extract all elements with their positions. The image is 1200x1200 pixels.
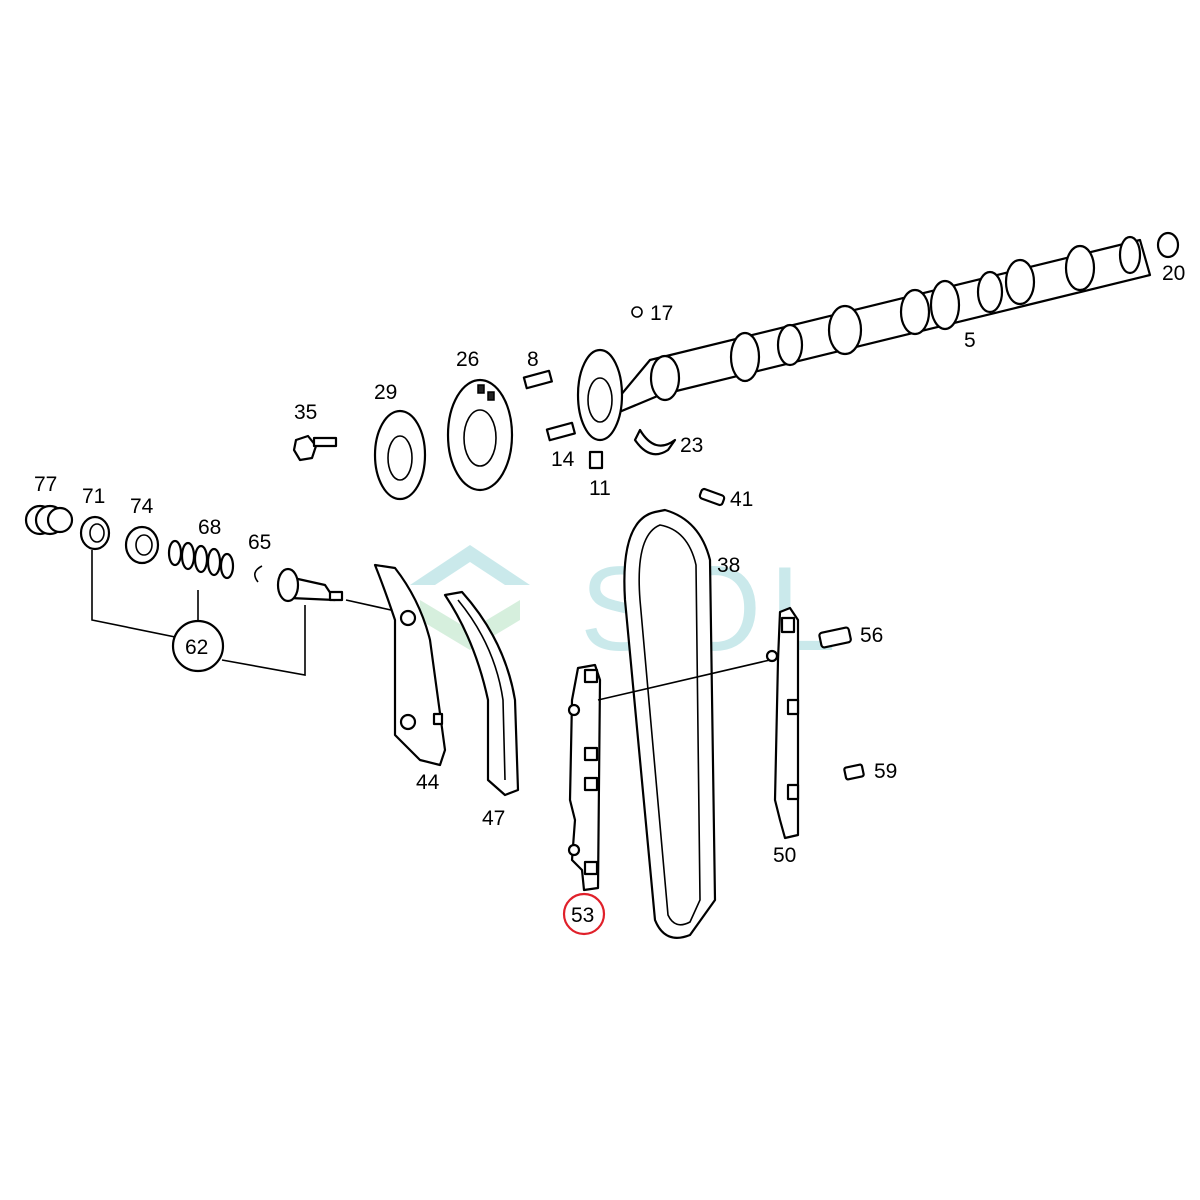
label-77: 77: [34, 473, 57, 496]
label-44: 44: [416, 771, 440, 794]
label-35: 35: [294, 401, 317, 424]
label-38: 38: [717, 554, 740, 577]
part-17-icon: [631, 306, 643, 318]
pin-14-icon: [545, 421, 576, 442]
pin-59-icon: [843, 763, 865, 781]
pin-8-icon: [522, 369, 553, 390]
sprocket-disc-26: [446, 378, 514, 492]
label-26: 26: [456, 348, 479, 371]
highlight-53: 53: [562, 892, 606, 936]
tensioner-rail-44: [373, 563, 447, 767]
bolt-35-icon: [292, 434, 338, 462]
label-71: 71: [82, 485, 105, 508]
guide-rail-50: [765, 606, 800, 840]
assembly-62-bracket: [91, 550, 306, 676]
label-50: 50: [773, 844, 796, 867]
plug-74-icon: [124, 525, 160, 565]
label-8: 8: [527, 348, 539, 371]
leader-line-icon: [597, 659, 771, 701]
label-68: 68: [198, 516, 221, 539]
camshaft: [576, 231, 1180, 442]
label-65: 65: [248, 531, 271, 554]
label-20: 20: [1162, 262, 1185, 285]
label-56: 56: [860, 624, 883, 647]
guide-rail-47: [443, 590, 520, 797]
pin-11-icon: [588, 450, 604, 470]
spring-68-icon: [167, 539, 235, 580]
spring-77-icon: [24, 504, 74, 536]
clip-65-icon: [254, 565, 263, 583]
label-17: 17: [650, 302, 673, 325]
label-23: 23: [680, 434, 703, 457]
chain-link-41-icon: [698, 487, 726, 507]
label-29: 29: [374, 381, 397, 404]
highlight-ring-icon: [562, 892, 606, 936]
label-47: 47: [482, 807, 505, 830]
label-11: 11: [589, 477, 611, 500]
tensioner-piston-icon: [276, 567, 344, 603]
timing-chain-38: [623, 508, 717, 939]
label-5: 5: [964, 329, 976, 352]
bearing-shell-23-icon: [633, 428, 677, 456]
guide-rail-53: [567, 663, 602, 892]
label-53: 53: [571, 904, 594, 927]
washer-29: [373, 409, 427, 501]
label-41: 41: [730, 488, 753, 511]
label-14: 14: [551, 448, 575, 471]
ring-71-icon: [79, 515, 111, 551]
pin-56-icon: [818, 626, 852, 649]
label-59: 59: [874, 760, 897, 783]
label-74: 74: [130, 495, 154, 518]
label-62: 62: [185, 636, 208, 659]
